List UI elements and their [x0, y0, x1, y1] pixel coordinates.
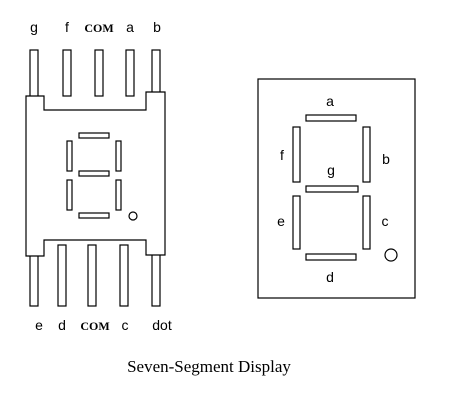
- label-top-g: g: [30, 19, 38, 35]
- label-bottom-c: c: [122, 317, 129, 333]
- small-segment-d: [78, 212, 110, 219]
- segment-f: [292, 126, 301, 183]
- small-segment-e: [66, 179, 73, 211]
- pin-top-g: [29, 49, 39, 101]
- segment-a: [305, 114, 357, 122]
- segment-c: [362, 195, 371, 250]
- label-top-b: b: [153, 19, 161, 35]
- segment-diagram: [257, 78, 416, 299]
- pin-bottom-d: [57, 244, 67, 307]
- small-segment-f: [66, 140, 73, 172]
- pin-bottom-c: [119, 244, 129, 307]
- label-top-com: COM: [84, 21, 113, 35]
- pin-top-a: [125, 49, 135, 97]
- segment-label-b: b: [382, 151, 390, 167]
- segment-label-e: e: [277, 213, 285, 229]
- package-drawing: [25, 49, 166, 307]
- segment-d: [305, 253, 357, 261]
- label-bottom-e: e: [35, 317, 43, 333]
- segment-label-f: f: [280, 147, 284, 163]
- small-dot: [128, 211, 138, 221]
- pin-top-f: [62, 49, 72, 97]
- pin-top-com: [94, 49, 104, 97]
- segment-b: [362, 126, 371, 183]
- segment-g: [305, 185, 359, 193]
- caption: Seven-Segment Display: [127, 357, 291, 376]
- label-bottom-d: d: [58, 317, 66, 333]
- decimal-point: [384, 248, 398, 262]
- label-bottom-dot: dot: [152, 317, 172, 333]
- segment-label-g: g: [327, 162, 335, 178]
- segment-label-d: d: [326, 269, 334, 285]
- small-segment-g: [78, 170, 110, 177]
- label-top-f: f: [65, 19, 69, 35]
- segment-label-a: a: [326, 93, 334, 109]
- pin-bottom-dot: [151, 251, 161, 307]
- pin-bottom-com: [87, 244, 97, 307]
- segment-e: [292, 195, 301, 250]
- label-bottom-com: COM: [80, 319, 109, 333]
- small-segment-a: [78, 132, 110, 139]
- label-top-a: a: [126, 19, 134, 35]
- small-segment-b: [115, 140, 122, 172]
- pin-bottom-e: [29, 251, 39, 307]
- segment-label-c: c: [382, 213, 389, 229]
- small-segment-c: [115, 179, 122, 211]
